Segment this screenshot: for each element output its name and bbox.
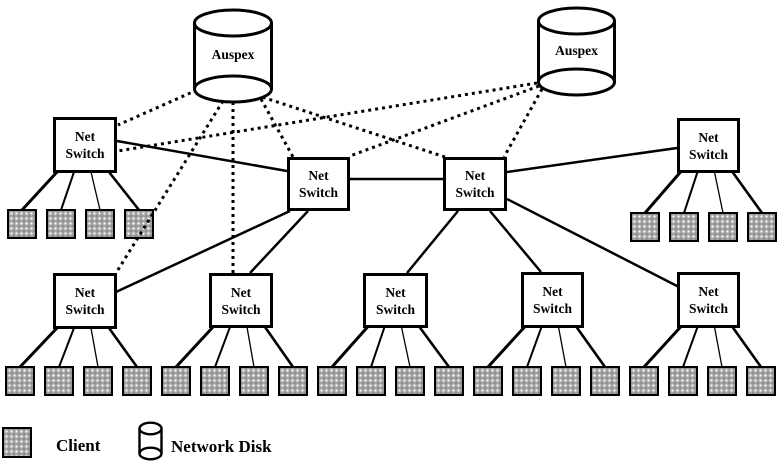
client-square xyxy=(44,366,74,396)
client-square xyxy=(434,366,464,396)
switch-label: Net Switch xyxy=(65,285,105,317)
client-square xyxy=(122,366,152,396)
client-square xyxy=(161,366,191,396)
client-square xyxy=(747,212,777,242)
client-square xyxy=(707,366,737,396)
client-square xyxy=(278,366,308,396)
client-square xyxy=(200,366,230,396)
net-switch-bottom-1: Net Switch xyxy=(53,273,117,329)
switch-label: Net Switch xyxy=(532,284,572,316)
switch-label: Net Switch xyxy=(688,284,728,316)
client-square xyxy=(590,366,620,396)
legend-network-disk-icon xyxy=(138,421,163,461)
switch-label: Net Switch xyxy=(455,168,495,200)
client-square xyxy=(7,209,37,239)
legend-network-disk-label: Network Disk xyxy=(171,437,272,456)
switch-label: Net Switch xyxy=(65,129,105,161)
client-square xyxy=(551,366,581,396)
client-square xyxy=(83,366,113,396)
client-square xyxy=(239,366,269,396)
switch-label: Net Switch xyxy=(298,168,338,200)
net-switch-bottom-5: Net Switch xyxy=(677,272,740,328)
net-switch-mid-left: Net Switch xyxy=(287,157,350,211)
client-square xyxy=(668,366,698,396)
client-square xyxy=(473,366,503,396)
client-square xyxy=(512,366,542,396)
client-square xyxy=(708,212,738,242)
net-switch-bottom-4: Net Switch xyxy=(521,272,584,328)
net-switch-bottom-3: Net Switch xyxy=(363,273,428,328)
client-square xyxy=(85,209,115,239)
client-square xyxy=(356,366,386,396)
net-switch-bottom-2: Net Switch xyxy=(209,273,273,328)
client-square xyxy=(5,366,35,396)
legend-client-swatch xyxy=(2,427,32,458)
client-square xyxy=(669,212,699,242)
net-switch-top-right: Net Switch xyxy=(677,118,740,173)
net-switch-mid-right: Net Switch xyxy=(443,157,507,211)
net-switch-top-left: Net Switch xyxy=(53,117,117,173)
switch-label: Net Switch xyxy=(221,284,261,317)
switch-label: Net Switch xyxy=(375,284,415,317)
legend-client-label: Client xyxy=(56,436,101,455)
client-square xyxy=(746,366,776,396)
client-square xyxy=(630,212,660,242)
switch-label: Net Switch xyxy=(688,129,728,162)
client-square xyxy=(46,209,76,239)
client-square xyxy=(317,366,347,396)
client-square xyxy=(395,366,425,396)
legend: Client Network Disk xyxy=(0,418,780,463)
client-square xyxy=(629,366,659,396)
client-square xyxy=(124,209,154,239)
